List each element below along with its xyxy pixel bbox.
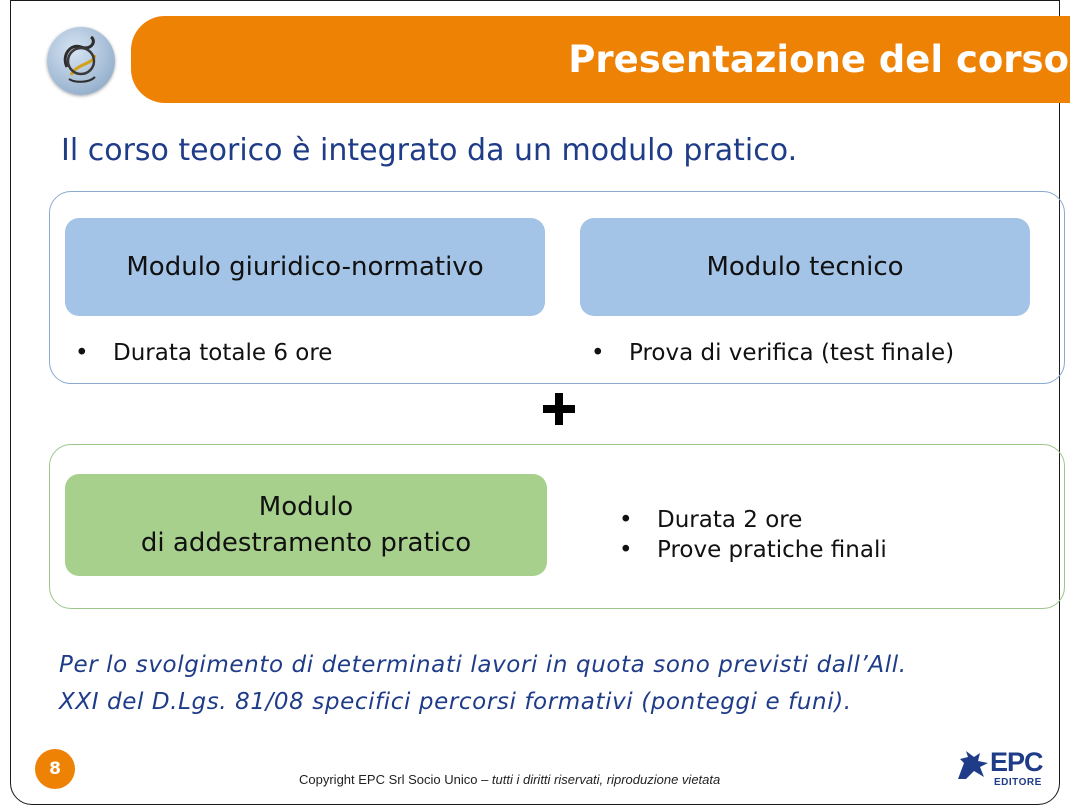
- module-practical-line2: di addestramento pratico: [140, 528, 472, 558]
- module-practical: Modulo di addestramento pratico: [65, 474, 547, 576]
- practical-bullets: Durata 2 ore Prove pratiche finali: [619, 505, 887, 565]
- copyright-text: Copyright EPC Srl Socio Unico – tutti i …: [299, 772, 720, 787]
- note-line-2: XXI del D.Lgs. 81/08 specifici percorsi …: [59, 689, 852, 715]
- list-item: Durata totale 6 ore: [75, 338, 332, 368]
- slide: Presentazione del corso Il corso teorico…: [10, 0, 1070, 805]
- copyright-italic: tutti i diritti riservati, riproduzione …: [491, 772, 721, 787]
- lion-icon: [958, 751, 988, 779]
- plus-icon: [541, 391, 577, 427]
- theory-group: [49, 191, 1065, 384]
- note-text: Per lo svolgimento di determinati lavori…: [59, 647, 1049, 721]
- note-line-1: Per lo svolgimento di determinati lavori…: [59, 652, 907, 678]
- module-technical: Modulo tecnico: [580, 218, 1030, 316]
- list-item: Durata 2 ore: [619, 505, 887, 535]
- brand-name: EPC: [990, 747, 1044, 777]
- brand-sub: EDITORE: [994, 777, 1042, 788]
- slide-title: Presentazione del corso: [568, 38, 1069, 81]
- list-item: Prove pratiche finali: [619, 535, 887, 565]
- title-bar: Presentazione del corso: [131, 16, 1070, 103]
- theory-left-bullets: Durata totale 6 ore: [75, 338, 332, 368]
- module-legal: Modulo giuridico-normativo: [65, 218, 545, 316]
- intro-text: Il corso teorico è integrato da un modul…: [61, 133, 798, 168]
- brand-logo: EPC EDITORE: [956, 747, 1046, 793]
- page-number: 8: [35, 749, 75, 789]
- course-logo-icon: [47, 27, 115, 95]
- list-item: Prova di verifica (test finale): [591, 338, 954, 368]
- module-practical-line1: Modulo: [258, 492, 354, 522]
- copyright-main: Copyright EPC Srl Socio Unico –: [299, 772, 492, 787]
- theory-right-bullets: Prova di verifica (test finale): [591, 338, 954, 368]
- practical-group: [49, 444, 1065, 609]
